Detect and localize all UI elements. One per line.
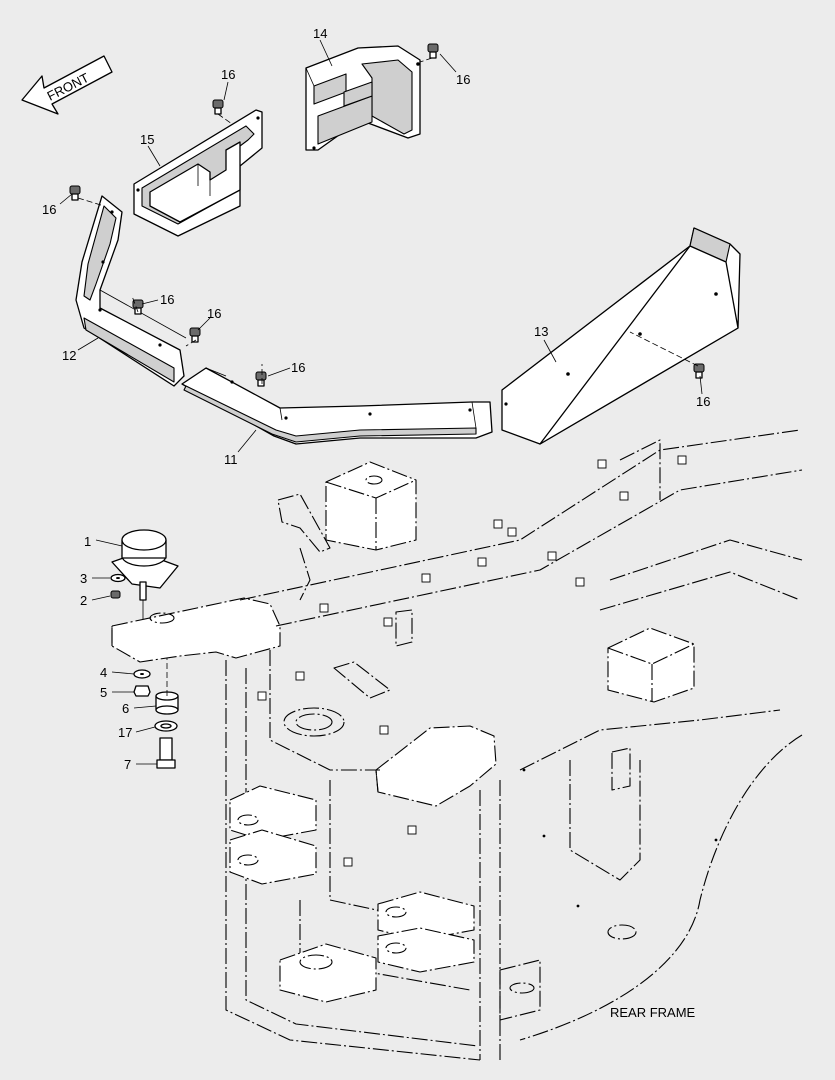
callout-12: 12 xyxy=(62,348,76,363)
part-5-nut xyxy=(133,685,151,697)
callout-16-e: 16 xyxy=(207,306,221,321)
bolt-16-c xyxy=(69,185,81,201)
bolt-16-e xyxy=(189,327,201,343)
callout-5: 5 xyxy=(100,685,107,700)
part-17-washer xyxy=(154,720,178,732)
bolt-16-f xyxy=(255,371,267,387)
callout-16-d: 16 xyxy=(160,292,174,307)
callout-4: 4 xyxy=(100,665,107,680)
bolt-16-g xyxy=(693,363,705,379)
bolt-leaders xyxy=(77,57,699,384)
part-7-bolt xyxy=(156,737,176,769)
callout-2: 2 xyxy=(80,593,87,608)
part-14-cover xyxy=(305,45,421,151)
callout-16-b: 16 xyxy=(456,72,470,87)
callout-13: 13 xyxy=(534,324,548,339)
callout-7: 7 xyxy=(124,757,131,772)
callout-16-c: 16 xyxy=(42,202,56,217)
part-12-trim xyxy=(75,195,187,387)
callout-14: 14 xyxy=(313,26,327,41)
part-1-mount xyxy=(111,529,179,632)
callout-16-g: 16 xyxy=(696,394,710,409)
bolt-16-a xyxy=(212,99,224,115)
part-11-trim xyxy=(181,367,493,445)
part-4-washer xyxy=(133,669,151,679)
callout-17: 17 xyxy=(118,725,132,740)
front-arrow: FRONT xyxy=(21,55,113,115)
callout-16-a: 16 xyxy=(221,67,235,82)
part-15-cover xyxy=(133,109,263,237)
part-2-bolt xyxy=(110,590,121,599)
rear-frame xyxy=(111,429,803,1061)
rear-frame-label: REAR FRAME xyxy=(610,1005,696,1020)
bolt-16-b xyxy=(427,43,439,59)
callout-leaders xyxy=(59,39,703,765)
callout-3: 3 xyxy=(80,571,87,586)
callout-16-f: 16 xyxy=(291,360,305,375)
part-13-panel xyxy=(501,227,741,445)
callout-15: 15 xyxy=(140,132,154,147)
part-3-washer xyxy=(110,573,126,583)
callouts: 14 16 16 15 16 16 16 12 16 13 16 11 1 3 … xyxy=(42,26,710,772)
callout-6: 6 xyxy=(122,701,129,716)
callout-11: 11 xyxy=(224,452,238,467)
callout-1: 1 xyxy=(84,534,91,549)
